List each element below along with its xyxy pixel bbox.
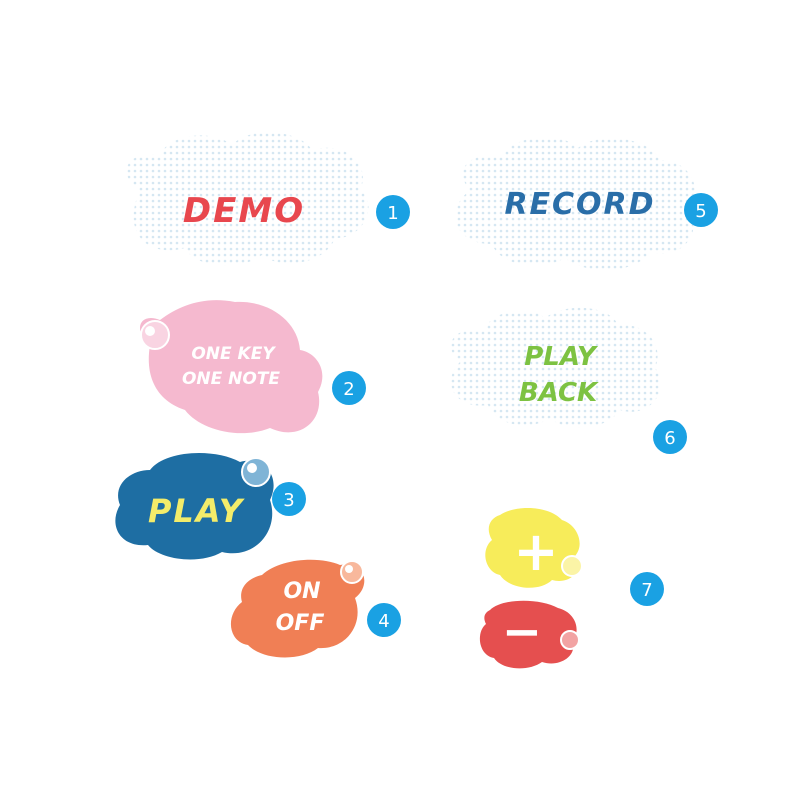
play-back-cloud-shape	[450, 307, 661, 428]
marker-3: 3	[272, 482, 306, 516]
marker-4-circle	[367, 603, 401, 637]
marker-6-circle	[653, 420, 687, 454]
demo-button[interactable]: DEMO	[126, 132, 369, 266]
marker-4-number: 4	[378, 611, 389, 632]
marker-5-number: 5	[695, 201, 706, 222]
one-key-one-note-shape	[139, 300, 323, 434]
volume-up-shape	[485, 508, 580, 588]
on-off-shape	[230, 559, 365, 658]
marker-2-circle	[332, 371, 366, 405]
play-bubble-highlight	[247, 463, 257, 473]
marker-1-number: 1	[387, 203, 398, 224]
play-button[interactable]: PLAY	[115, 452, 274, 560]
on-off-button[interactable]: ON OFF	[230, 559, 365, 658]
marker-1-circle	[376, 195, 410, 229]
on-off-label-line2: OFF	[276, 611, 325, 636]
on-off-label-line1: ON	[283, 579, 320, 604]
marker-7: 7	[630, 572, 664, 606]
marker-7-circle	[630, 572, 664, 606]
marker-6-number: 6	[664, 428, 675, 449]
on-off-bubble-highlight	[345, 565, 353, 573]
volume-down-bubble-icon	[560, 630, 580, 650]
volume-up-button[interactable]: +	[485, 508, 583, 588]
one-key-bubble-icon	[140, 320, 170, 350]
marker-7-number: 7	[641, 580, 652, 601]
volume-up-bubble-icon	[561, 555, 583, 577]
play-bubble-icon	[241, 457, 271, 487]
marker-5-circle	[684, 193, 718, 227]
play-back-label-line1: PLAY	[524, 342, 599, 372]
one-key-label-line1: ONE KEY	[191, 344, 276, 364]
record-cloud-shape	[455, 137, 696, 271]
on-off-bubble-icon	[340, 560, 364, 584]
minus-icon: −	[502, 604, 542, 660]
marker-2-number: 2	[343, 379, 354, 400]
demo-label: DEMO	[183, 191, 305, 231]
marker-3-circle	[272, 482, 306, 516]
marker-5: 5	[684, 193, 718, 227]
play-back-label-line2: BACK	[519, 378, 599, 408]
plus-icon: +	[513, 520, 558, 583]
marker-2: 2	[332, 371, 366, 405]
marker-1: 1	[376, 195, 410, 229]
play-back-button[interactable]: PLAY BACK	[450, 307, 661, 428]
play-shape	[115, 452, 274, 560]
demo-cloud-shape	[126, 132, 369, 266]
record-button[interactable]: RECORD	[455, 137, 696, 271]
volume-down-shape	[479, 600, 577, 669]
one-key-bubble-highlight	[145, 326, 155, 336]
one-key-one-note-button[interactable]: ONE KEY ONE NOTE	[139, 300, 323, 434]
one-key-label-line2: ONE NOTE	[182, 369, 280, 389]
volume-down-button[interactable]: −	[479, 600, 580, 669]
record-label: RECORD	[504, 187, 655, 222]
marker-4: 4	[367, 603, 401, 637]
play-label: PLAY	[148, 492, 245, 530]
marker-3-number: 3	[283, 490, 294, 511]
marker-6: 6	[653, 420, 687, 454]
